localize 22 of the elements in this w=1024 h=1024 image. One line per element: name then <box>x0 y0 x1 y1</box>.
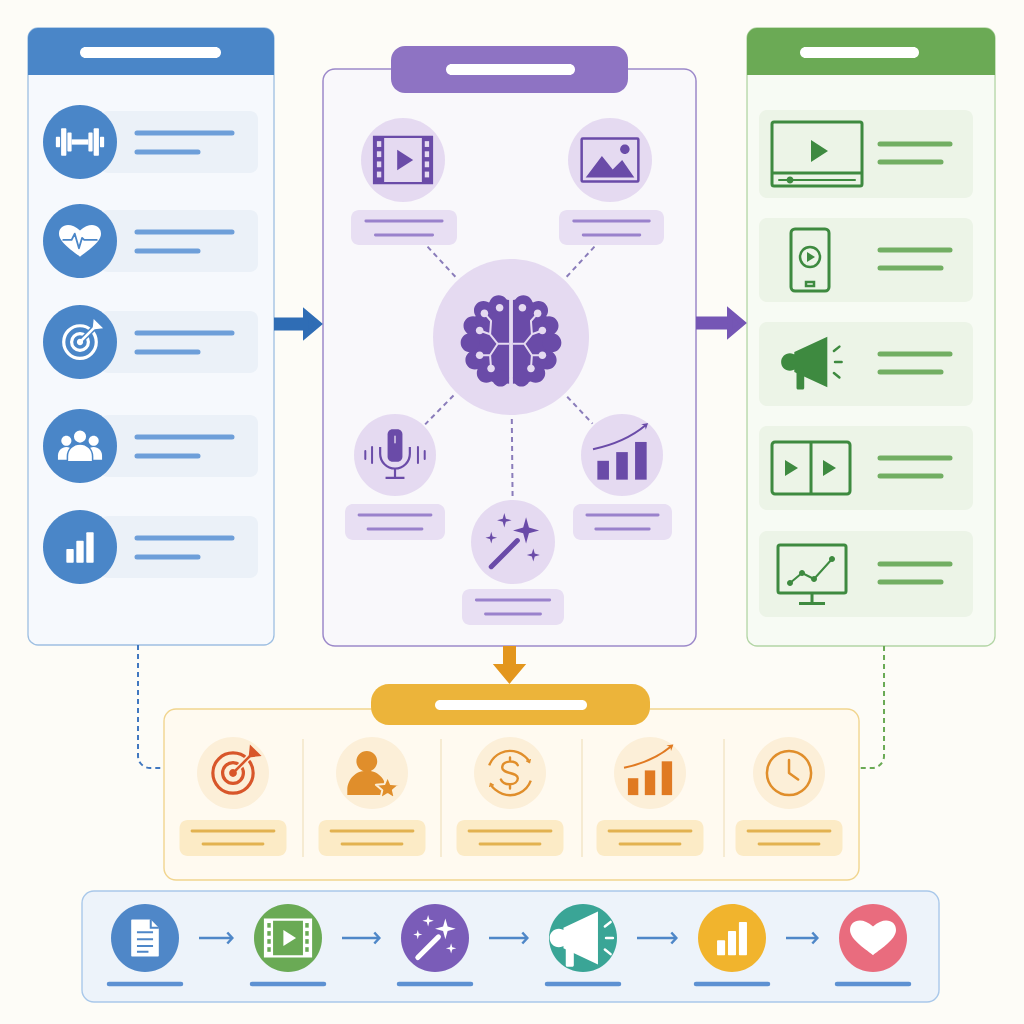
arrow <box>199 931 234 945</box>
megaphone-icon <box>549 904 617 972</box>
magic-wand-icon <box>471 500 555 584</box>
bar-chart-icon <box>698 904 766 972</box>
dashed-connector <box>858 645 885 769</box>
dashed-connector <box>510 418 514 499</box>
arrow <box>489 931 529 945</box>
arrow <box>786 931 820 945</box>
magic-wand-icon <box>401 904 469 972</box>
dashed-connector <box>566 395 594 425</box>
arrow <box>342 931 381 945</box>
dashed-connector <box>424 394 455 426</box>
film-icon <box>254 904 322 972</box>
dashed-connector <box>565 244 597 278</box>
dashed-connector <box>425 244 457 278</box>
film-icon <box>361 118 445 202</box>
microphone-icon <box>354 414 436 496</box>
growth-chart-icon <box>581 414 663 496</box>
arrow <box>637 931 678 945</box>
brain-icon <box>433 259 589 415</box>
document-icon <box>111 904 179 972</box>
image-icon <box>568 118 652 202</box>
